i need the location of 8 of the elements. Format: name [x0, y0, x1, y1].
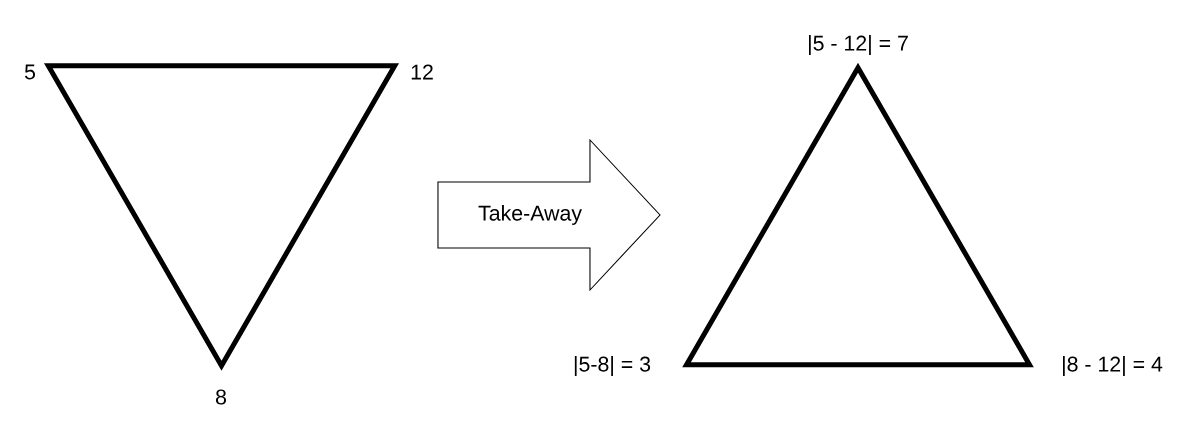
vertex-label: |5 - 12| = 7: [809, 35, 908, 55]
vertex-label: 12: [411, 64, 433, 80]
vertex-label: |8 - 12| = 4: [1063, 356, 1163, 376]
vertex-label: 5: [24, 64, 36, 80]
arrow-label: Take-Away: [476, 203, 584, 227]
vertex-label: |5-8| = 3: [574, 356, 651, 376]
vertex-label: 8: [216, 389, 226, 405]
block-arrow: [437, 138, 661, 292]
